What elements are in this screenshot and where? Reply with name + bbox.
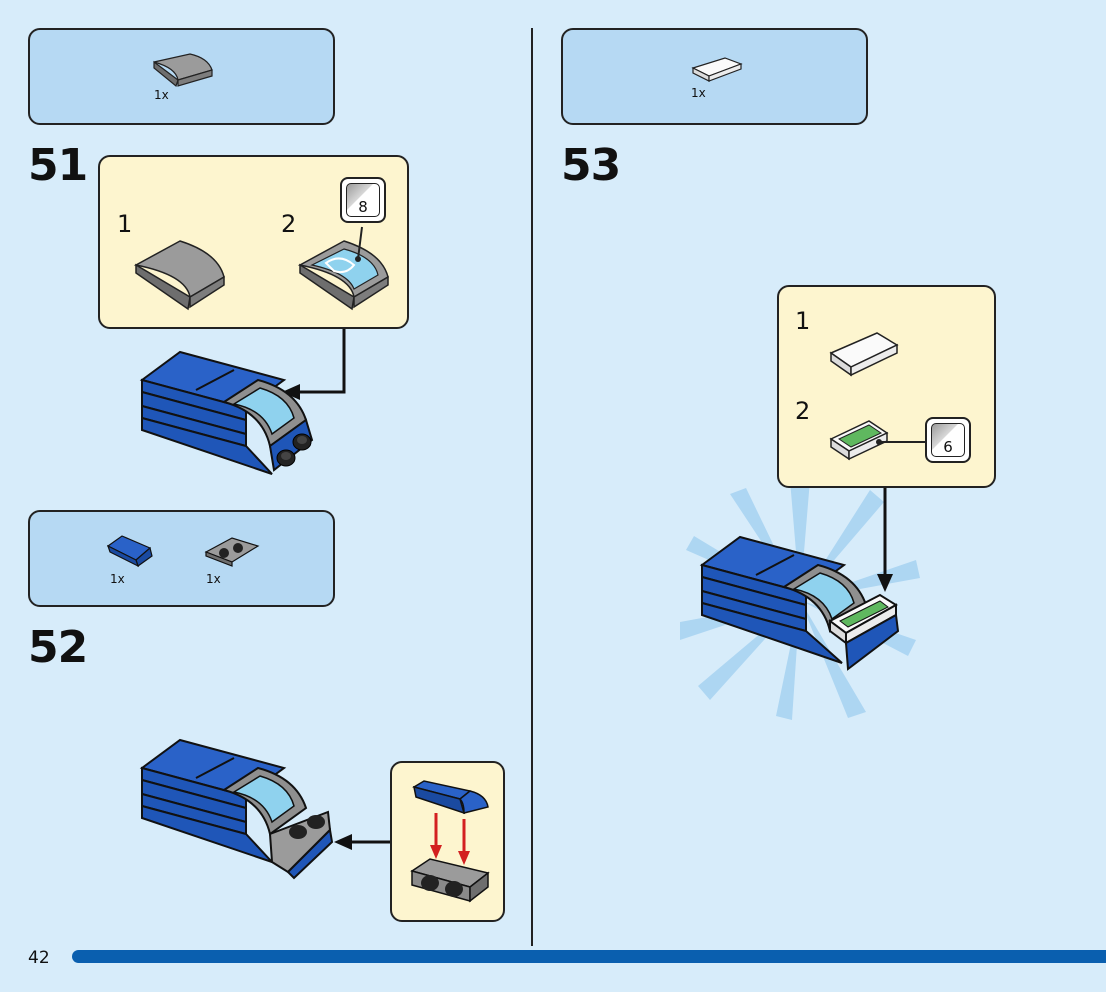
step-52-parts-box: 1x 1x — [28, 510, 335, 607]
model-assembly-51 — [139, 350, 314, 475]
step-53-subassembly-box: 1 2 6 — [777, 285, 996, 488]
sticker-number: 8 — [358, 198, 368, 216]
sub-step-number: 1 — [117, 210, 133, 238]
sticker-pointer-line — [876, 439, 925, 445]
bracket-plate-icon — [204, 537, 260, 567]
column-divider — [531, 28, 533, 946]
sub-step-number: 1 — [795, 307, 811, 335]
sub-step-number: 2 — [281, 210, 297, 238]
footer-bar — [72, 950, 1106, 963]
sticker-callout: 6 — [925, 417, 971, 463]
white-tile-icon — [829, 332, 899, 377]
printed-slope-icon — [297, 240, 389, 311]
step-number-51: 51 — [28, 140, 88, 191]
step-number-52: 52 — [28, 622, 88, 673]
part-quantity: 1x — [110, 572, 125, 586]
page-number: 42 — [28, 948, 50, 968]
sticker-icon — [346, 183, 380, 217]
model-assembly-52 — [139, 738, 334, 880]
sticker-callout: 8 — [340, 177, 386, 223]
part-quantity: 1x — [206, 572, 221, 586]
step-52-callout-box — [390, 761, 505, 922]
sub-step-number: 2 — [795, 397, 811, 425]
red-placement-arrows — [430, 813, 470, 865]
curved-slope-gray-icon — [153, 53, 213, 88]
white-tile-icon — [691, 57, 743, 82]
sticker-icon — [931, 423, 965, 457]
bracket-plate-icon — [410, 858, 490, 903]
step-51-parts-box: 1x — [28, 28, 335, 125]
step-51-subassembly-box: 1 2 8 — [98, 155, 409, 329]
sticker-number: 6 — [943, 438, 953, 456]
curved-slope-gray-icon — [133, 240, 225, 311]
part-quantity: 1x — [691, 86, 706, 100]
step-number-53: 53 — [561, 140, 621, 191]
blue-slope-icon — [106, 535, 153, 568]
blue-slope-icon — [412, 780, 489, 815]
step-53-parts-box: 1x — [561, 28, 868, 125]
sticker-pointer-line — [355, 226, 363, 262]
model-assembly-53 — [699, 535, 900, 671]
part-quantity: 1x — [154, 88, 169, 102]
